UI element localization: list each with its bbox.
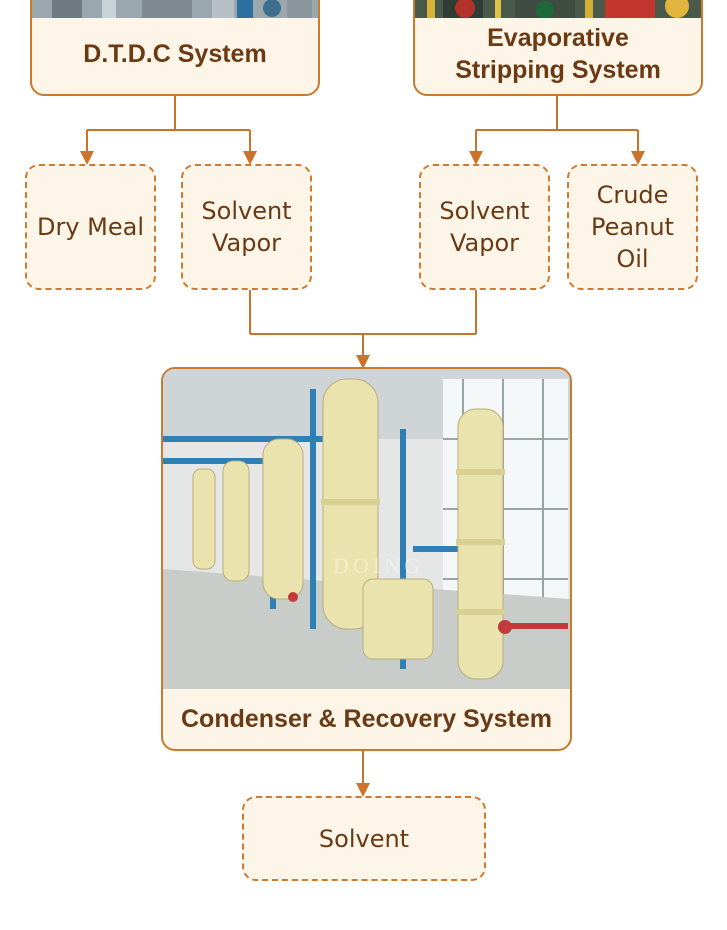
evaporative-stripping-box: Evaporative Stripping System xyxy=(413,0,703,96)
solvent-box: Solvent xyxy=(242,796,486,881)
condenser-recovery-label: Condenser & Recovery System xyxy=(181,705,552,733)
dry-meal-box: Dry Meal xyxy=(25,164,156,290)
solvent-vapor-left-label: Solvent Vapor xyxy=(201,197,292,257)
condenser-recovery-box: DOING Condenser & Recovery System xyxy=(161,367,572,751)
condenser-photo: DOING xyxy=(163,369,570,689)
solvent-label: Solvent xyxy=(318,824,410,853)
crude-peanut-oil-label: Crude Peanut Oil xyxy=(591,181,674,273)
dtdc-system-box: D.T.D.C System xyxy=(30,0,320,96)
solvent-vapor-right-label: Solvent Vapor xyxy=(439,197,530,257)
solvent-vapor-left-box: Solvent Vapor xyxy=(181,164,312,290)
dtdc-system-label: D.T.D.C System xyxy=(83,40,267,68)
dry-meal-label: Dry Meal xyxy=(36,213,145,241)
solvent-vapor-right-box: Solvent Vapor xyxy=(419,164,550,290)
evaporative-stripping-label: Evaporative Stripping System xyxy=(455,24,661,84)
evaporative-photo xyxy=(415,0,701,18)
photo-watermark: DOING xyxy=(333,553,424,578)
dtdc-photo xyxy=(32,0,318,18)
crude-peanut-oil-box: Crude Peanut Oil xyxy=(567,164,698,290)
